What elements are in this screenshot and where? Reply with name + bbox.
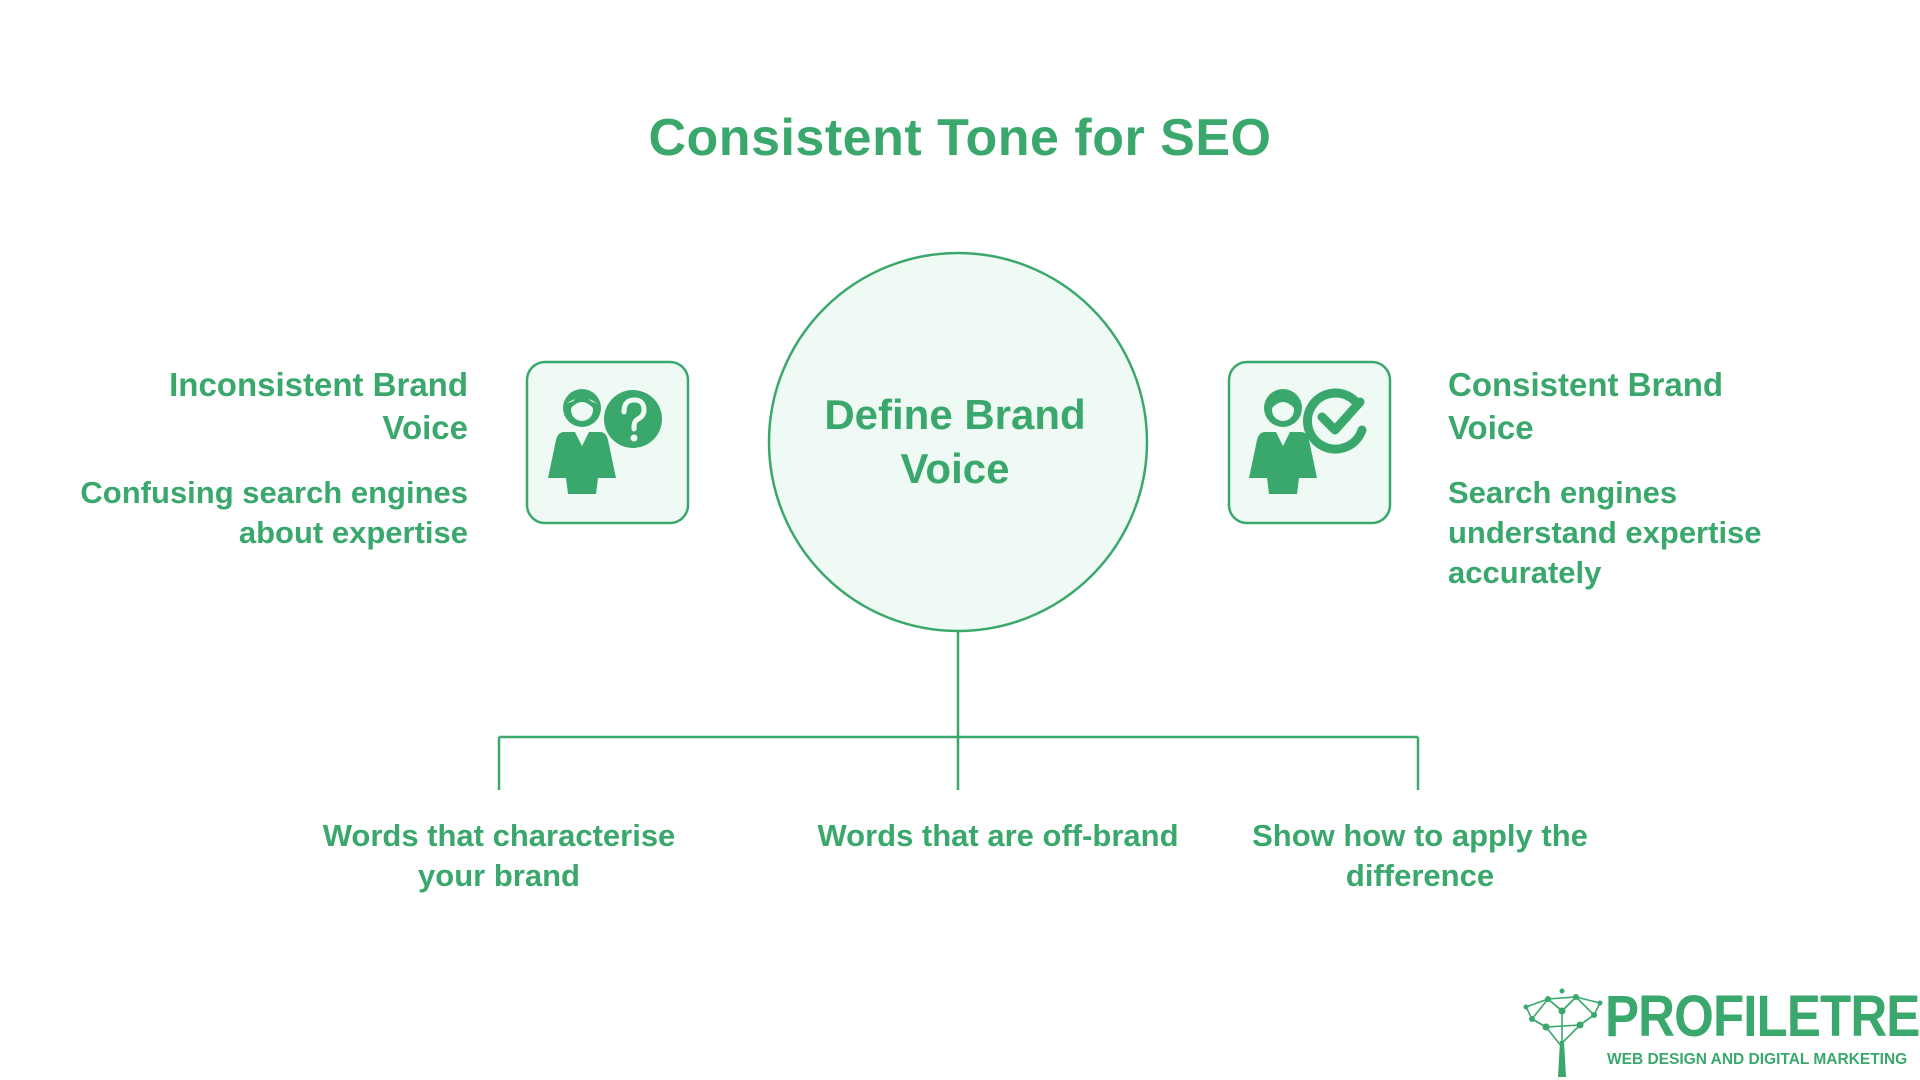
page-title: Consistent Tone for SEO [648,109,1272,167]
right-title: Consistent Brand Voice [1448,366,1724,446]
left-description: Confusing search engines about expertise [80,475,468,550]
left-icon-box [525,360,690,525]
brand-logo: PROFILETREE WEB DESIGN AND DIGITAL MARKE… [1520,985,1920,1080]
branch-connectors [497,631,1420,790]
person-check-icon [1249,388,1367,494]
right-icon-box [1227,360,1392,525]
right-description: Search engines understand expertise accu… [1448,475,1762,590]
person-question-icon [548,389,662,494]
logo-wordmark: PROFILETREE [1605,984,1920,1049]
center-label: Define Brand Voice [824,391,1086,492]
logo-tagline: WEB DESIGN AND DIGITAL MARKETING [1607,1051,1908,1068]
branch-label-off-brand: Words that are off-brand [817,818,1179,853]
left-title: Inconsistent Brand Voice [169,366,468,446]
branch-label-characterise: Words that characterise your brand [322,818,676,893]
branch-label-apply: Show how to apply the difference [1252,818,1588,893]
tree-network-icon [1523,988,1603,1077]
